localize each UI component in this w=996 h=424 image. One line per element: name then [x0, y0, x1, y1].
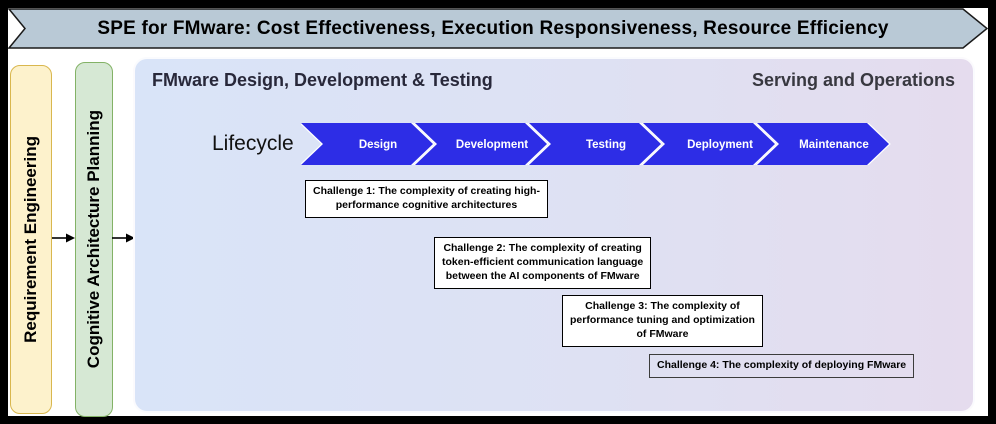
panel-header-design-dev-testing: FMware Design, Development & Testing — [152, 70, 493, 90]
diagram-canvas: SPE for FMware: Cost Effectiveness, Exec… — [8, 8, 988, 417]
challenge-2-box: Challenge 2: The complexity of creating … — [434, 237, 652, 289]
lifecycle-phase-shape — [527, 123, 663, 165]
stage-requirement-engineering: Requirement Engineering — [10, 65, 52, 414]
stage-requirement-engineering-label: Requirement Engineering — [21, 136, 40, 343]
lifecycle-label: Lifecycle — [212, 132, 294, 155]
lifecycle-phase-label: Maintenance — [799, 139, 869, 151]
challenge-1-box: Challenge 1: The complexity of creating … — [305, 180, 548, 218]
title-banner: SPE for FMware: Cost Effectiveness, Exec… — [8, 8, 988, 49]
stage-cognitive-architecture-planning: Cognitive Architecture Planning — [75, 62, 113, 417]
lifecycle-phase-label: Design — [359, 139, 397, 151]
lifecycle-phase-label: Deployment — [687, 139, 753, 151]
lifecycle-phase-label: Testing — [586, 139, 626, 151]
lifecycle-chevrons: Design Development Testing Deployment Mainte… — [301, 123, 891, 165]
lifecycle-phase-shape — [641, 123, 777, 165]
banner-title: SPE for FMware: Cost Effectiveness, Exec… — [97, 17, 889, 39]
lifecycle-phase-label: Development — [456, 139, 528, 151]
lifecycle-phase-shape — [413, 123, 549, 165]
challenge-3-box: Challenge 3: The complexity of performan… — [562, 295, 763, 347]
lifecycle-phase-shape — [301, 123, 435, 165]
flow-arrow-1 — [52, 233, 75, 243]
flow-arrow-2 — [112, 233, 135, 243]
lifecycle-phase-shape — [755, 123, 891, 165]
stage-cognitive-architecture-planning-label: Cognitive Architecture Planning — [84, 110, 103, 369]
panel-header-serving-operations: Serving and Operations — [751, 70, 955, 90]
main-panel: FMware Design, Development & Testing Ser… — [133, 57, 975, 413]
challenge-4-box: Challenge 4: The complexity of deploying… — [649, 354, 915, 378]
banner-arrow-shape — [8, 8, 988, 49]
